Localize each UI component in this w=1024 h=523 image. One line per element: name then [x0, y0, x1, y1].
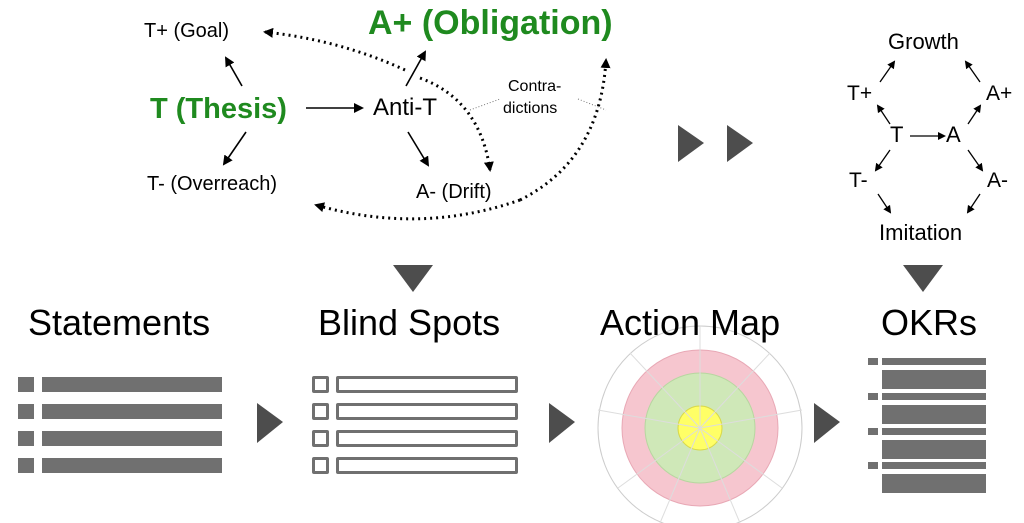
arrow-antit-to-aplus: [405, 50, 426, 87]
stage-title-blind-spots: Blind Spots: [318, 302, 501, 343]
label-t-plus-goal: T+ (Goal): [144, 20, 230, 42]
label-contradictions-2: dictions: [503, 100, 558, 117]
growth-label-t-minus: T-: [849, 169, 868, 192]
down-arrow-blindspots: [393, 265, 433, 292]
double-arrow-right-2: [727, 125, 753, 162]
stage-title-okrs: OKRs: [881, 302, 978, 343]
arrow-thesis-to-tplus: [225, 56, 243, 87]
growth-arrow-t-tminus: [874, 149, 891, 172]
growth-label-t-plus: T+: [847, 82, 873, 105]
growth-label-a-minus: A-: [987, 169, 1008, 192]
label-a-minus-drift: A- (Drift): [416, 181, 492, 203]
arrow-right-actionmap: [814, 403, 840, 443]
arrow-thesis-to-tminus: [222, 131, 247, 166]
growth-label-a-plus: A+: [986, 82, 1013, 105]
down-arrow-okrs: [903, 265, 943, 292]
growth-label-a: A: [946, 122, 961, 147]
dotted-arrow-to-drift: [419, 76, 494, 172]
label-a-plus-obligation: A+ (Obligation): [368, 4, 613, 42]
stage-title-statements: Statements: [28, 302, 211, 343]
growth-arrow-a-aminus: [967, 149, 984, 172]
growth-label-t: T: [890, 122, 904, 147]
label-t-minus-overreach: T- (Overreach): [147, 173, 278, 195]
label-contradictions-1: Contra-: [508, 78, 562, 95]
growth-arrow-t-tplus: [876, 104, 891, 125]
label-thesis: T (Thesis): [150, 93, 287, 125]
growth-label-imitation: Imitation: [879, 220, 963, 245]
growth-arrow-a-aplus: [967, 104, 982, 125]
growth-arrow-aminus-imitation: [966, 193, 981, 214]
arrow-right-statements: [257, 403, 283, 443]
arrow-antit-to-aminus: [407, 131, 430, 167]
growth-arrow-tminus-imitation: [877, 193, 892, 214]
growth-arrow-aplus-growth: [964, 60, 981, 83]
double-arrow-right-1: [678, 125, 704, 162]
label-anti-t: Anti-T: [373, 94, 438, 121]
contradiction-line-left: [469, 98, 501, 111]
growth-arrow-tplus-growth: [879, 60, 896, 83]
stage-title-action-map: Action Map: [600, 302, 781, 343]
action-wheel-icon: [597, 325, 803, 523]
contradiction-line-right: [577, 98, 607, 111]
arrow-right-blindspots: [549, 403, 575, 443]
growth-label-growth: Growth: [888, 29, 959, 54]
dotted-arrow-to-overreach: [314, 198, 521, 221]
